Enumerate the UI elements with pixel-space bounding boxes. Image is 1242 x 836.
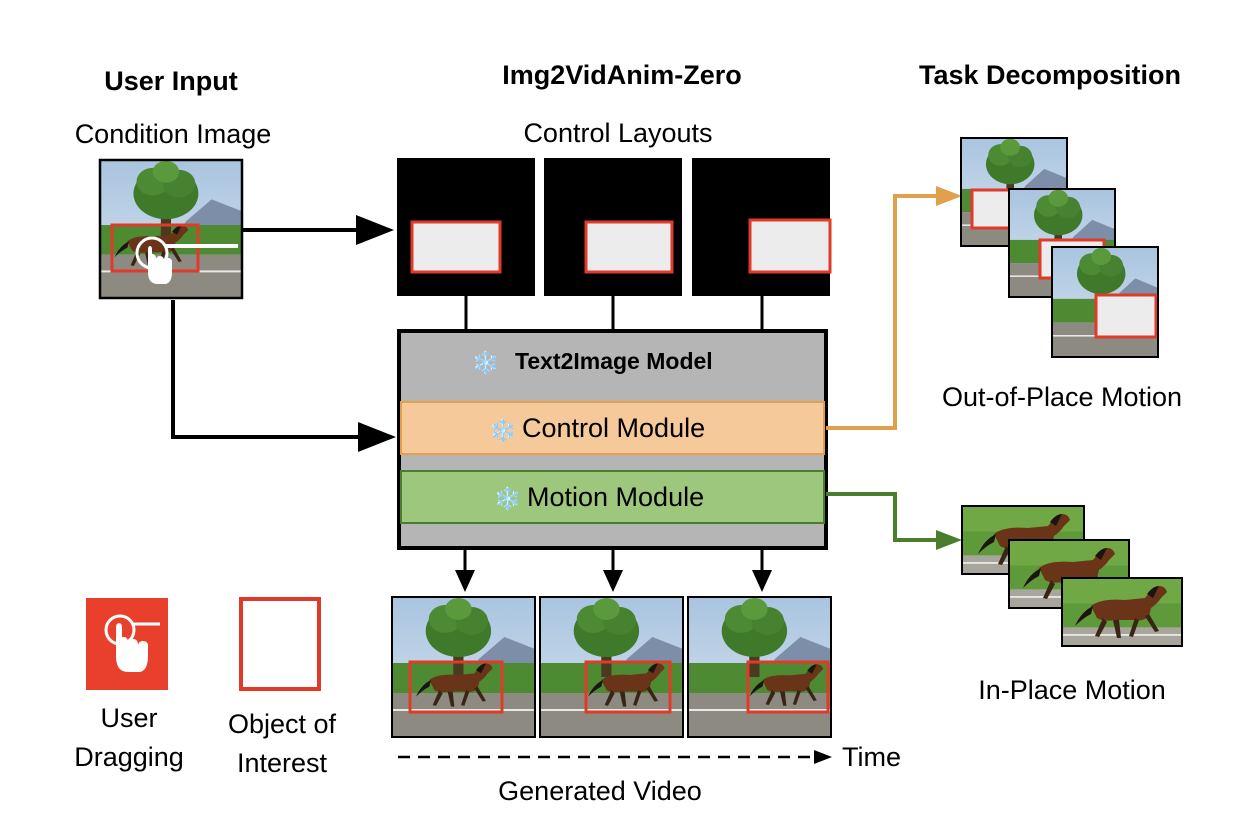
model-title: Text2Image Model: [515, 348, 713, 374]
in-place-arrow: [826, 492, 938, 542]
arrowhead-to-layouts: [356, 215, 394, 245]
in-place-arrowhead: [936, 530, 962, 550]
header-task-decomposition: Task Decomposition: [919, 60, 1181, 90]
hand-pointer-icon: [135, 236, 172, 284]
out-of-place-arrowhead: [936, 186, 962, 206]
user-dragging-icon: [86, 598, 168, 690]
generated-frame-1: [391, 596, 536, 738]
text2image-model: [397, 329, 828, 550]
snowflake-icon-control: ❄️: [489, 418, 516, 444]
condition-image: [98, 158, 244, 300]
header-user-input: User Input: [104, 66, 238, 96]
arrow-to-model: [171, 300, 360, 439]
legend-dragging-line1: User: [100, 703, 157, 733]
out-of-place-label: Out-of-Place Motion: [942, 382, 1182, 412]
control-layouts-label: Control Layouts: [523, 118, 712, 148]
legend-dragging-line2: Dragging: [74, 742, 184, 772]
legend-object-line1: Object of: [228, 709, 337, 739]
arrowhead-to-model: [358, 422, 396, 452]
condition-image-label: Condition Image: [75, 119, 272, 149]
snowflake-icon-motion: ❄️: [494, 486, 521, 512]
out-of-place-arrow: [826, 194, 938, 430]
generated-frame-2: [539, 596, 684, 738]
control-layout-3: [692, 158, 832, 296]
snowflake-icon: ❄️: [472, 350, 499, 376]
in-place-frame-3: [1061, 577, 1183, 647]
output-arrows: [455, 548, 772, 592]
control-module-label: Control Module: [522, 413, 705, 443]
out-of-place-frame-3: [1051, 246, 1159, 358]
time-label: Time: [842, 742, 901, 772]
generated-frame-3: [687, 596, 832, 738]
control-layout-2: [544, 158, 682, 296]
legend-object-line2: Interest: [237, 748, 328, 778]
time-arrowhead: [814, 750, 832, 764]
control-module: [400, 401, 825, 455]
motion-module: [400, 470, 825, 524]
generated-video-label: Generated Video: [498, 776, 702, 806]
header-method: Img2VidAnim-Zero: [502, 60, 742, 90]
in-place-label: In-Place Motion: [978, 675, 1166, 705]
control-layout-1: [397, 158, 535, 296]
motion-module-label: Motion Module: [527, 482, 704, 512]
object-of-interest-icon: [239, 597, 321, 691]
